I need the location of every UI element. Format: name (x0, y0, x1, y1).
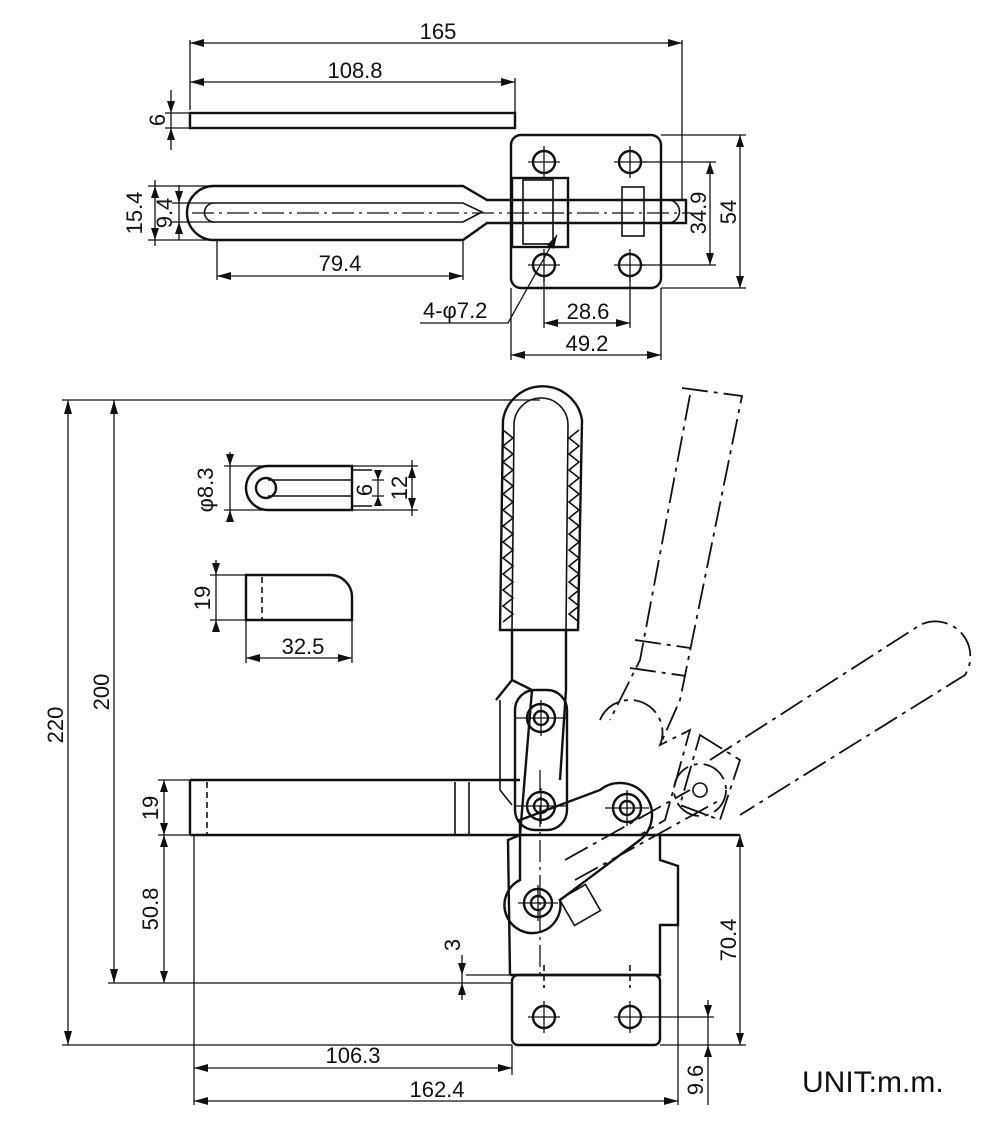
dim-label: 200 (89, 674, 114, 711)
dim-label: 70.4 (716, 919, 741, 962)
phantom-handle-vertical (609, 387, 744, 746)
dim-19: 19 (138, 779, 190, 836)
dim-162-4: 162.4 (194, 925, 679, 1105)
dim-106-3: 106.3 (193, 835, 513, 1105)
handle-slot (203, 202, 484, 223)
dim-50-8: 50.8 (138, 835, 168, 983)
front-lever (503, 781, 654, 935)
dim-6: 6 (145, 90, 190, 150)
top-view: 165 108.8 6 15.4 9.4 79.4 (122, 19, 746, 360)
dim-label: 79.4 (319, 251, 362, 276)
front-link (513, 688, 569, 832)
dim-label: 34.9 (686, 192, 711, 235)
spindle-block-inner (522, 179, 554, 245)
dim-label: 6 (352, 484, 377, 496)
handle-end-slot (600, 199, 681, 224)
dim-label: 162.4 (409, 1077, 464, 1102)
dim-label: 9.6 (683, 1065, 708, 1096)
dim-label: 19 (190, 586, 215, 610)
dim-9-6: 9.6 (640, 1000, 714, 1105)
dim-label: 32.5 (282, 634, 325, 659)
dim-79-4: 79.4 (216, 240, 464, 280)
front-arm (188, 778, 740, 837)
dim-label: 9.4 (152, 198, 177, 229)
dim-label: 108.8 (327, 58, 382, 83)
dim-label: 54 (716, 200, 741, 224)
dim-54: 54 (661, 134, 746, 289)
dim-108-8: 108.8 (190, 58, 516, 112)
dim-28-6: 28.6 (543, 276, 631, 328)
dim-49-2: 49.2 (510, 288, 662, 360)
dim-220: 220 (43, 399, 540, 1046)
dim-label: 28.6 (567, 299, 610, 324)
front-grip (498, 385, 584, 632)
dim-label: 19 (138, 796, 163, 820)
pivot-block (621, 186, 645, 237)
dim-200: 200 (89, 400, 512, 984)
dim-label: 4-φ7.2 (423, 298, 487, 323)
dim-9-4: 9.4 (152, 185, 214, 240)
front-view: φ8.3 6 12 19 32.5 220 (43, 385, 972, 1105)
pad-detail: 19 32.5 (190, 560, 354, 663)
front-pins (515, 700, 649, 975)
dim-165: 165 (189, 19, 683, 200)
top-arm-bar (188, 111, 517, 130)
dim-label: 50.8 (138, 888, 163, 931)
dim-3: 3 (440, 939, 466, 1000)
top-handle (185, 184, 688, 242)
dim-70-4: 70.4 (660, 835, 746, 1046)
slot-detail: φ8.3 6 12 (193, 452, 418, 522)
dim-label: 15.4 (122, 192, 147, 235)
phantom-handle-angled (678, 620, 972, 822)
dim-label: 3 (440, 939, 465, 951)
dim-label: 165 (420, 19, 457, 44)
dim-label: φ8.3 (193, 468, 218, 513)
hole-callout: 4-φ7.2 (420, 234, 558, 324)
front-base-flange (510, 973, 662, 1047)
dim-label: 49.2 (566, 331, 609, 356)
dim-label: 220 (43, 707, 68, 744)
unit-label: UNIT:m.m. (802, 1066, 944, 1099)
dim-15-4: 15.4 (122, 180, 214, 246)
dim-label: 12 (387, 476, 412, 500)
dim-label: 106.3 (325, 1043, 380, 1068)
dim-34-9: 34.9 (640, 161, 716, 266)
dim-label: 6 (145, 114, 170, 126)
